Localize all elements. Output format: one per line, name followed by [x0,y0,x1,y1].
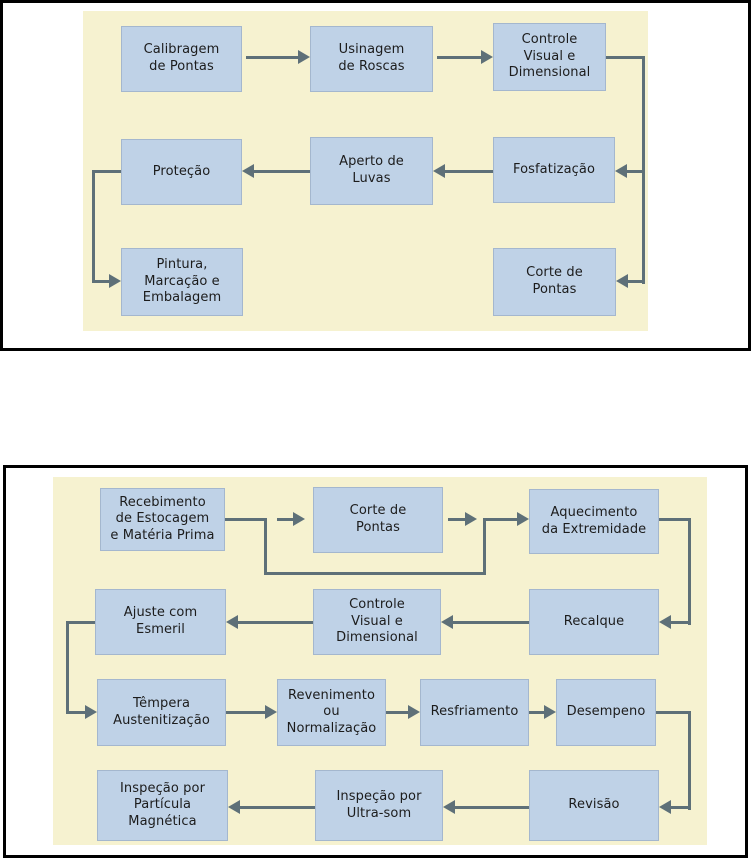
elbow-aquecimento-v [688,518,691,625]
arrow-into-aquecimento-line [483,518,517,521]
diagram-canvas-1: Calibragem de Pontas Usinagem de Roscas … [83,11,648,331]
flow-box-ajuste-esmeril: Ajuste com Esmeril [95,589,226,655]
elbow-ajuste-left-v [66,621,69,714]
flow-box-calibragem-pontas: Calibragem de Pontas [121,26,242,92]
elbow-protecao-left-h [92,170,121,173]
arrow-into-recalque-line [671,621,691,624]
arrow-into-fosfatizacao-head-icon [615,164,627,178]
elbow-recebimento-v-down [264,518,267,575]
flow-box-inspecao-ultrasom: Inspeção por Ultra-som [315,770,443,841]
arrow-corte2-out-head-icon [465,512,477,526]
arrow-into-revisao-line [671,806,691,809]
flow-box-recalque: Recalque [529,589,659,655]
flowchart-panel-1: Calibragem de Pontas Usinagem de Roscas … [0,0,751,351]
elbow-recebimento-h [225,518,267,521]
arrow-recebimento-corte2-line [277,518,293,521]
arrow-revenimento-resfriamento-line [386,711,408,714]
flow-box-desempeno: Desempeno [556,679,656,746]
arrow-into-tempera-head-icon [85,705,97,719]
flow-box-inspecao-magnetica: Inspeção por Partícula Magnética [97,770,228,841]
arrow-ultrasom-magnetica-line [240,806,315,809]
flow-box-controle-visual-1: Controle Visual e Dimensional [493,23,606,91]
flow-box-fosfatizacao: Fosfatização [493,137,615,203]
flowchart-panel-2: Recebimento de Estocagem e Matéria Prima… [3,465,748,858]
elbow-protecao-left-v [92,170,95,283]
arrow-calibragem-usinagem-line [246,56,298,59]
flow-box-protecao: Proteção [121,139,242,205]
arrow-aperto-protecao-head-icon [242,164,254,178]
arrow-into-corte1-line [628,280,645,283]
arrow-corte2-out-line [448,518,465,521]
arrow-into-fosfatizacao-line [627,170,645,173]
arrow-into-revisao-head-icon [659,800,671,814]
flow-box-revisao: Revisão [529,770,659,841]
arrow-tempera-revenimento-line [226,711,265,714]
arrow-recalque-controle2-line [453,621,529,624]
arrow-fosfatizacao-aperto-head-icon [433,164,445,178]
arrow-revisao-ultrasom-head-icon [443,800,455,814]
flow-box-controle-visual-2: Controle Visual e Dimensional [313,589,441,655]
arrow-aperto-protecao-line [254,170,310,173]
arrow-resfriamento-desempeno-line [529,711,544,714]
arrow-tempera-revenimento-head-icon [265,705,277,719]
elbow-bypass-h [264,572,486,575]
arrow-into-tempera-line [66,711,85,714]
flow-box-usinagem-roscas: Usinagem de Roscas [310,26,433,92]
elbow-desempeno-h [656,711,691,714]
arrow-into-aquecimento-head-icon [517,512,529,526]
arrow-into-corte1-head-icon [616,274,628,288]
arrow-usinagem-controle-head-icon [481,50,493,64]
flow-box-tempera-austenitizacao: Têmpera Austenitização [97,679,226,746]
arrow-recalque-controle2-head-icon [441,615,453,629]
arrow-into-recalque-head-icon [659,615,671,629]
diagram-canvas-2: Recebimento de Estocagem e Matéria Prima… [53,477,707,845]
arrow-revisao-ultrasom-line [455,806,529,809]
elbow-aquecimento-h [659,518,691,521]
arrow-usinagem-controle-line [437,56,481,59]
arrow-recebimento-corte2-head-icon [293,512,305,526]
arrow-fosfatizacao-aperto-line [445,170,493,173]
arrow-into-pintura-line [92,280,109,283]
flow-box-pintura-marcacao-embalagem: Pintura, Marcação e Embalagem [121,248,243,316]
arrow-ultrasom-magnetica-head-icon [228,800,240,814]
arrow-calibragem-usinagem-head-icon [298,50,310,64]
flow-box-aperto-luvas: Aperto de Luvas [310,137,433,205]
elbow-desempeno-v [688,711,691,810]
flow-box-resfriamento: Resfriamento [420,679,529,746]
arrow-controle2-ajuste-head-icon [226,615,238,629]
arrow-revenimento-resfriamento-head-icon [408,705,420,719]
flow-box-corte-pontas-1: Corte de Pontas [493,248,616,316]
flow-box-revenimento-normalizacao: Revenimento ou Normalização [277,679,386,746]
arrow-into-pintura-head-icon [109,274,121,288]
flow-box-aquecimento: Aquecimento da Extremidade [529,489,659,554]
flow-box-recebimento: Recebimento de Estocagem e Matéria Prima [100,488,225,551]
elbow-bypass-v-up [483,518,486,575]
elbow-ajuste-left-h [66,621,95,624]
arrow-resfriamento-desempeno-head-icon [544,705,556,719]
flow-box-corte-pontas-2: Corte de Pontas [313,487,443,553]
elbow-controle-right-h [606,56,645,59]
arrow-controle2-ajuste-line [238,621,313,624]
